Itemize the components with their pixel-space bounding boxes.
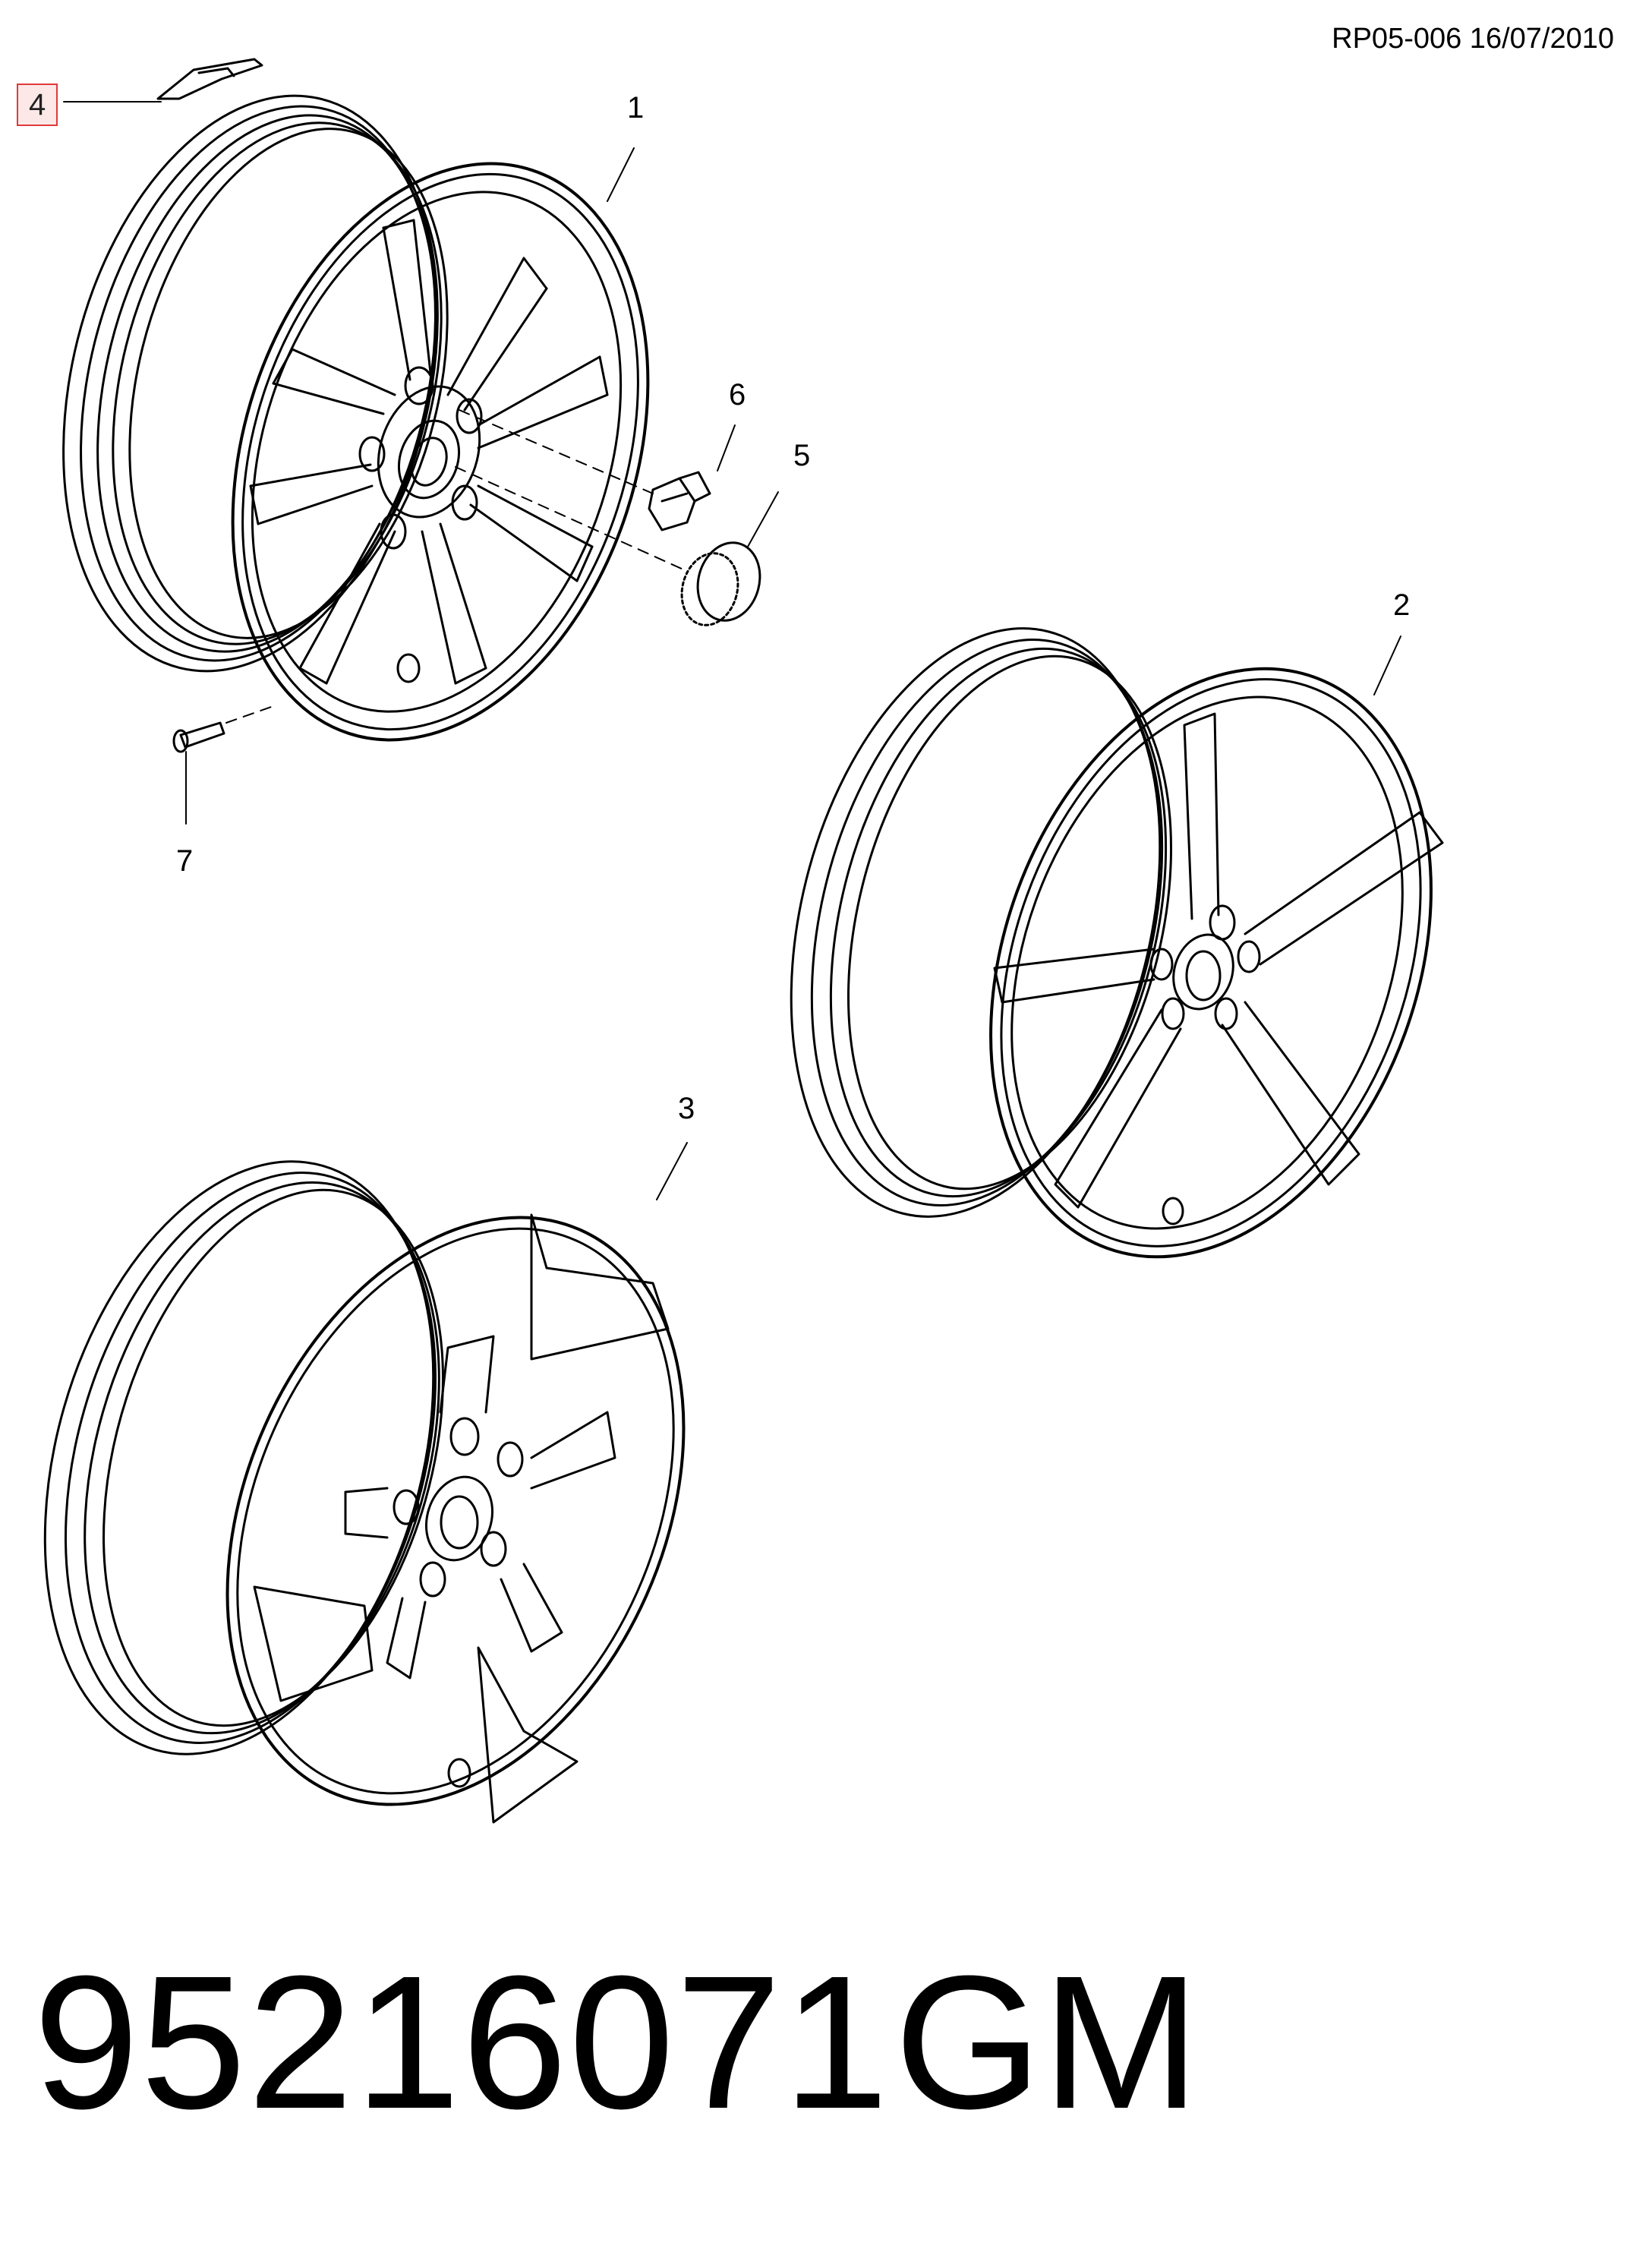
callout-5[interactable]: 5 bbox=[793, 439, 811, 472]
drawing-reference: RP05-006 16/07/2010 bbox=[1332, 23, 1614, 55]
callout-1[interactable]: 1 bbox=[627, 91, 645, 125]
brand-name: GM bbox=[894, 1936, 1200, 2148]
callout-2[interactable]: 2 bbox=[1393, 588, 1411, 622]
part-number: 95216071 bbox=[33, 1936, 891, 2148]
part-5-center-cap[interactable] bbox=[674, 535, 768, 631]
wheel-3[interactable] bbox=[0, 1115, 771, 1876]
wheel-1[interactable] bbox=[7, 56, 718, 794]
callout-6[interactable]: 6 bbox=[729, 378, 746, 412]
wheel-parts-diagram bbox=[0, 56, 1509, 1876]
part-4-balance-weight[interactable] bbox=[156, 58, 263, 100]
callout-4[interactable]: 4 bbox=[17, 84, 58, 126]
part-7-valve-stem[interactable] bbox=[172, 721, 225, 753]
leader-lines bbox=[63, 101, 1401, 1200]
part-6-lug-nut[interactable] bbox=[648, 471, 711, 531]
callout-3[interactable]: 3 bbox=[678, 1092, 695, 1125]
wheel-2[interactable] bbox=[733, 589, 1509, 1319]
callout-7[interactable]: 7 bbox=[176, 844, 194, 878]
assembly-lines bbox=[225, 409, 684, 724]
